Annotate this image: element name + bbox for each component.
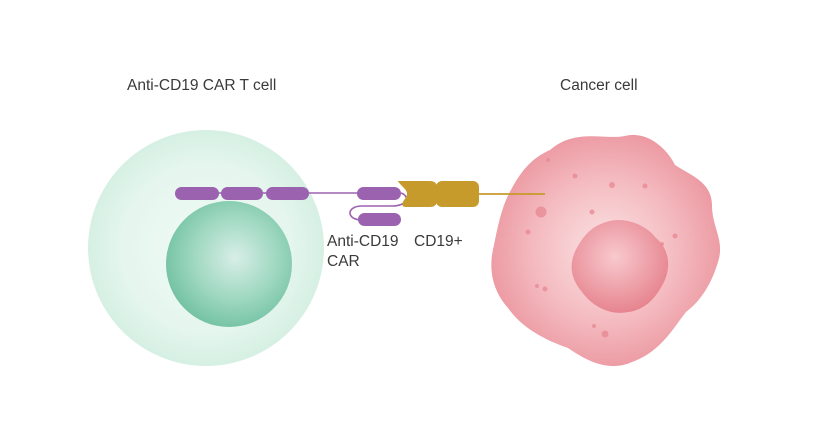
- cd19-domain-2: [436, 181, 479, 207]
- car-label-line-1: Anti-CD19: [327, 233, 399, 250]
- car-label-line-2: CAR: [327, 253, 360, 270]
- cancer-cell-nucleus: [571, 219, 669, 313]
- car-intracellular-domain-2: [221, 187, 263, 200]
- t-cell: [88, 130, 324, 366]
- cancer-cell: [491, 134, 721, 367]
- cancer-cell-label: Cancer cell: [560, 77, 638, 94]
- anti-cd19-car: [175, 187, 408, 226]
- cd19-label: CD19+: [414, 233, 463, 250]
- car-intracellular-domain-1: [175, 187, 219, 200]
- t-cell-nucleus: [166, 201, 292, 327]
- car-scfv-heavy-chain: [357, 187, 401, 200]
- cd19-antigen: [398, 181, 545, 207]
- car-linker: [349, 192, 408, 221]
- t-cell-label: Anti-CD19 CAR T cell: [127, 77, 277, 94]
- car-transmembrane-domain: [266, 187, 309, 200]
- car-label: Anti-CD19 CAR: [327, 232, 399, 272]
- car-scfv-light-chain: [358, 213, 401, 226]
- cancer-cell-granules: [525, 158, 678, 338]
- cd19-domain-1: [398, 181, 437, 207]
